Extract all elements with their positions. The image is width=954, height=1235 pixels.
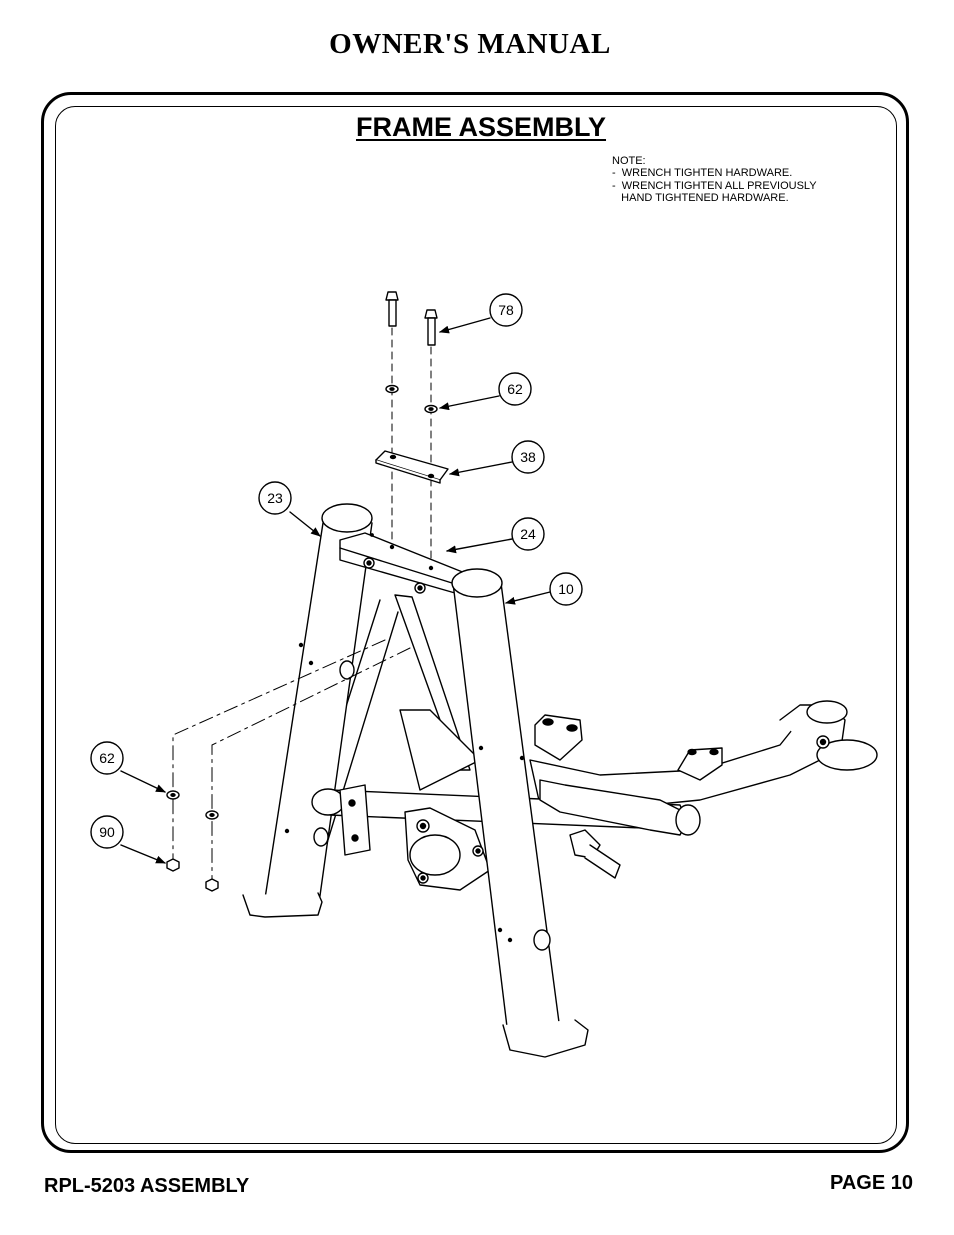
plate [375,450,449,484]
cross-bracket [339,532,466,594]
callout-23 [258,481,292,515]
callout-78 [489,293,523,327]
left-upright [242,503,373,918]
pivot-plate-left [339,784,371,856]
callout-62-side-label: 62 [99,750,115,766]
note-line-3: HAND TIGHTENED HARDWARE. [612,192,789,205]
pivot-plate-center [404,807,491,891]
bolt-left [385,291,399,327]
section-title: FRAME ASSEMBLY [355,112,607,142]
washer-top-left [385,384,399,394]
note-heading: NOTE: [612,155,646,167]
nut-left [166,858,180,872]
diagonal-brace [394,594,481,791]
callout-24 [511,517,545,551]
inner-frame [55,106,897,1144]
assembly-note: NOTE: - WRENCH TIGHTEN HARDWARE. - WRENC… [612,155,817,205]
washer-side-left [166,790,180,800]
manual-title: OWNER'S MANUAL [329,28,611,60]
callout-38-label: 38 [520,449,536,465]
callout-62-top [498,372,532,406]
callout-62-side [90,741,124,775]
footer-page-number: PAGE 10 [830,1172,913,1194]
right-upright [451,568,589,1058]
callout-10 [549,572,583,606]
note-line-1: - WRENCH TIGHTEN HARDWARE. [612,167,793,180]
callout-10-label: 10 [558,581,574,597]
callout-24-label: 24 [520,526,536,542]
note-line-2: - WRENCH TIGHTEN ALL PREVIOUSLY [612,179,817,192]
footer-model: RPL-5203 ASSEMBLY [44,1175,250,1197]
callout-90 [90,815,124,849]
outer-frame [41,92,909,1153]
washer-top-right [424,404,438,414]
nut-right [205,878,219,892]
washer-side-right [205,810,219,820]
callout-38 [511,440,545,474]
callout-23-label: 23 [267,490,283,506]
callout-62-top-label: 62 [507,381,523,397]
callout-90-label: 90 [99,824,115,840]
callout-78-label: 78 [498,302,514,318]
bolt-right [424,309,438,346]
